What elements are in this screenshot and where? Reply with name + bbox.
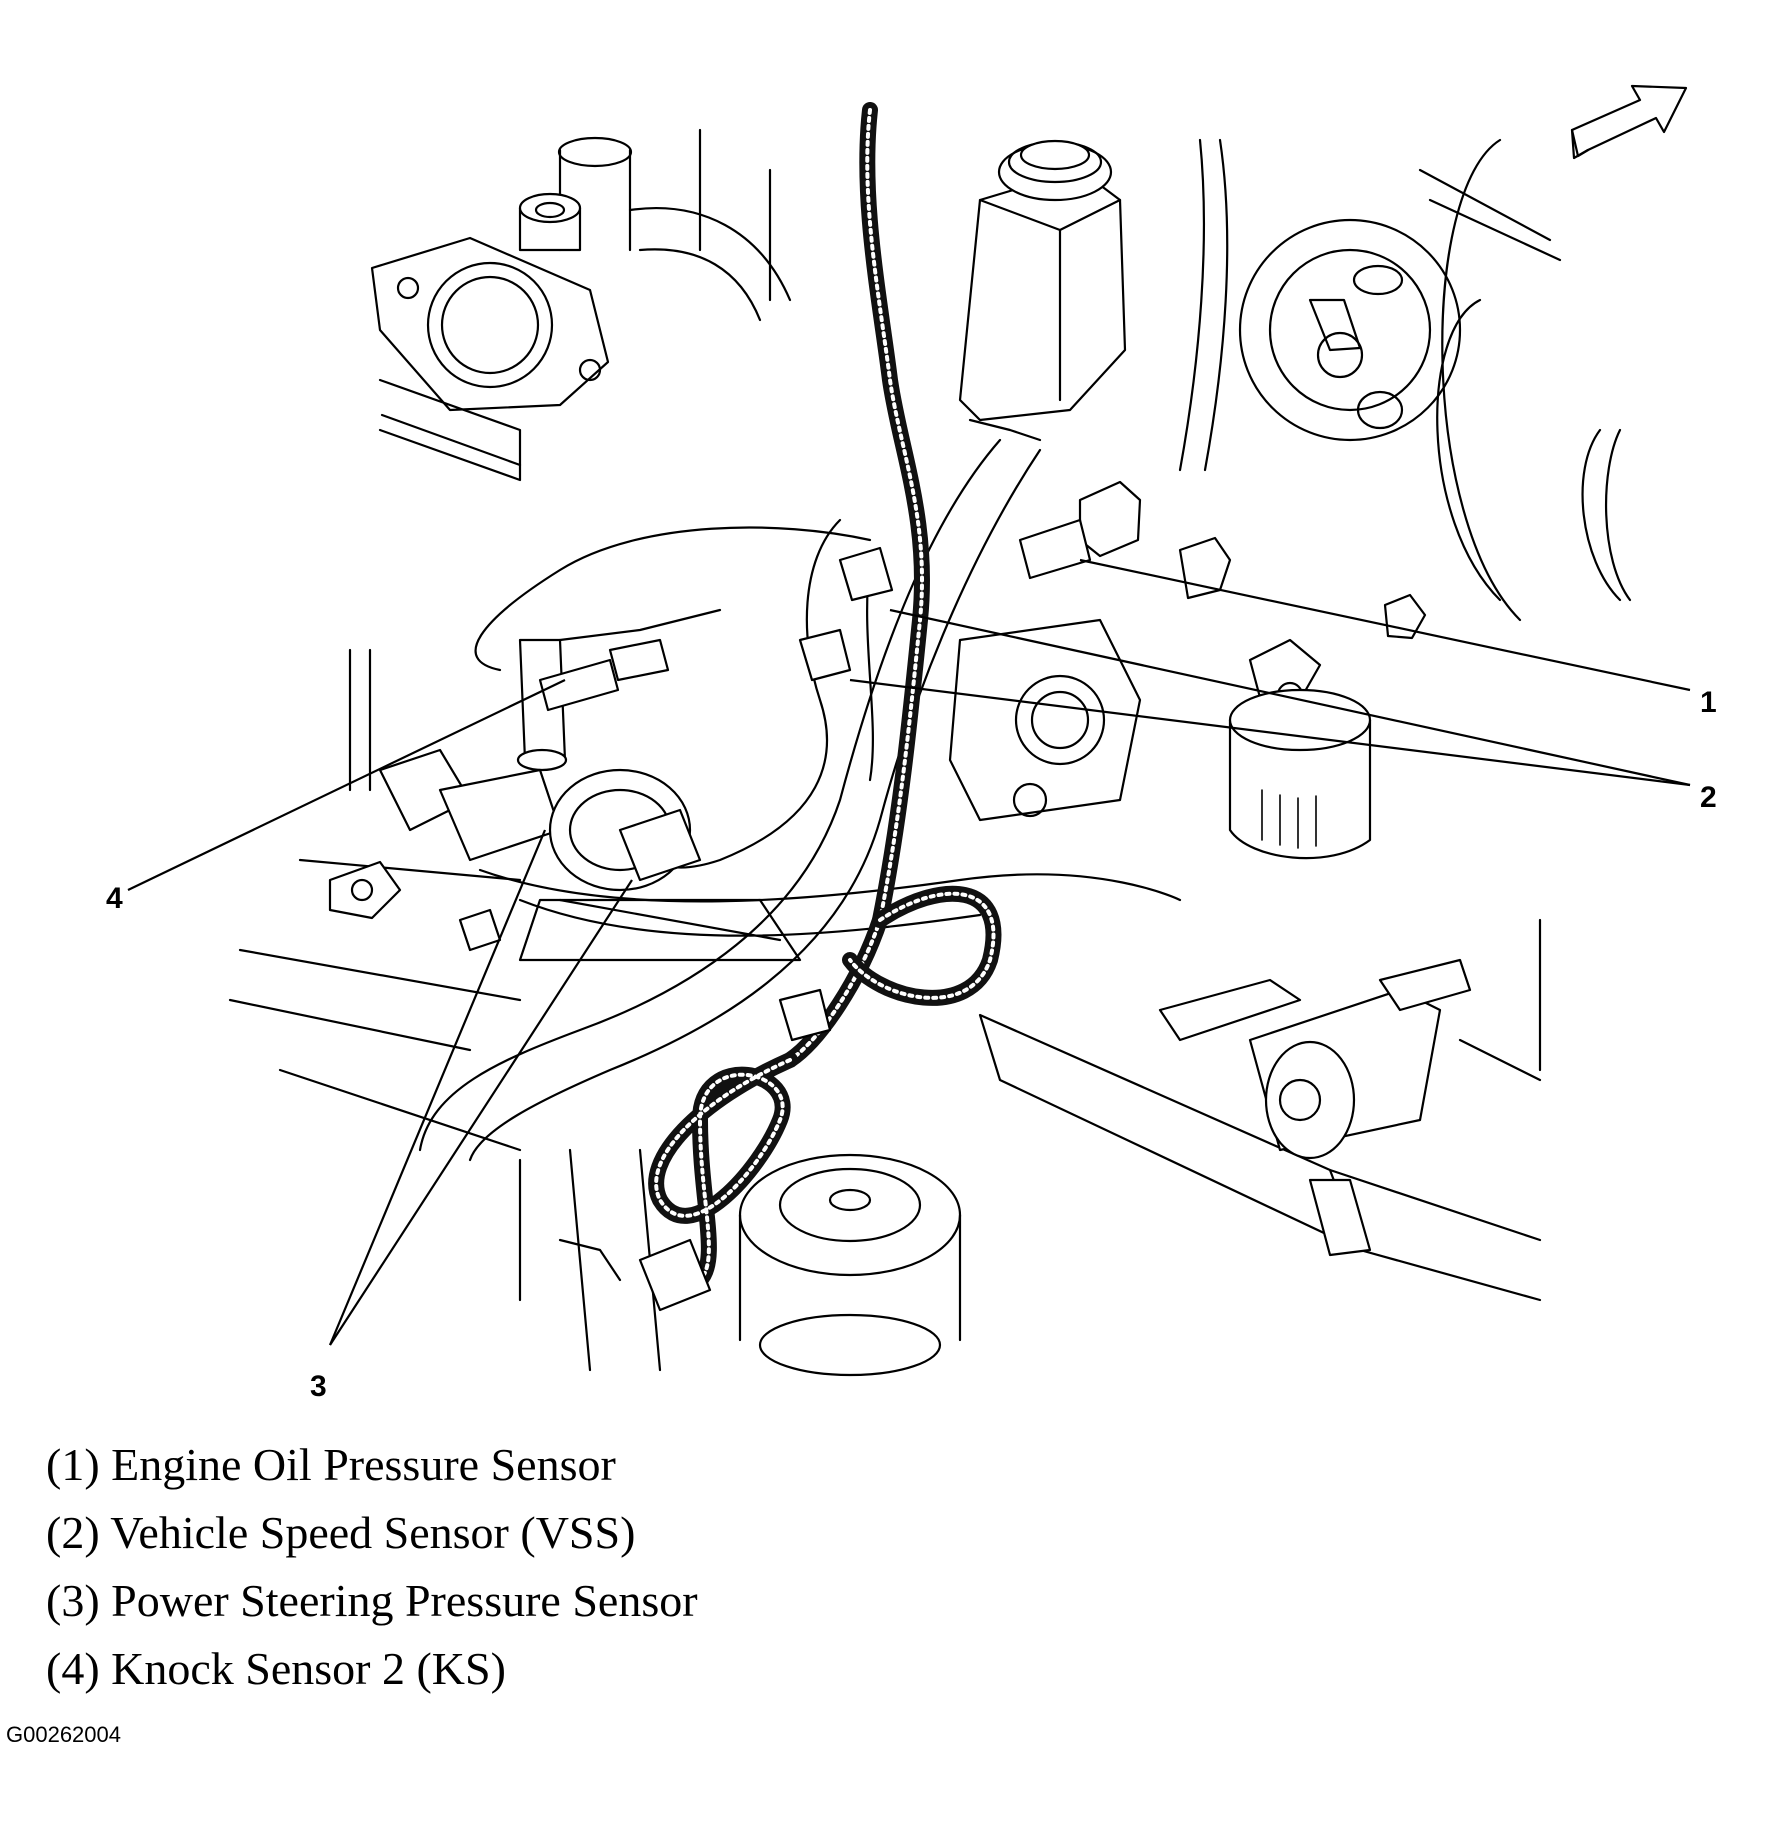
leader-3b bbox=[329, 879, 633, 1346]
leader-2b bbox=[849, 678, 1691, 787]
leader-lines bbox=[127, 558, 1691, 1346]
callout-4: 4 bbox=[106, 882, 123, 915]
legend-item-1: (1) Engine Oil Pressure Sensor bbox=[46, 1439, 616, 1490]
leader-3a bbox=[328, 829, 547, 1346]
callout-3: 3 bbox=[310, 1370, 327, 1403]
engine-illustration bbox=[228, 128, 1632, 1377]
leader-4 bbox=[127, 679, 566, 891]
legend-item-3: (3) Power Steering Pressure Sensor bbox=[46, 1575, 698, 1626]
leader-2a bbox=[889, 608, 1691, 787]
callout-1: 1 bbox=[1700, 686, 1717, 719]
callout-2: 2 bbox=[1700, 781, 1717, 814]
forward-arrow-icon bbox=[1570, 84, 1688, 160]
legend-item-4: (4) Knock Sensor 2 (KS) bbox=[46, 1643, 506, 1694]
leader-1 bbox=[1079, 558, 1691, 692]
figure-id: G00262004 bbox=[6, 1722, 121, 1747]
legend-item-2: (2) Vehicle Speed Sensor (VSS) bbox=[46, 1507, 636, 1558]
wiring-harness bbox=[474, 102, 1092, 1312]
